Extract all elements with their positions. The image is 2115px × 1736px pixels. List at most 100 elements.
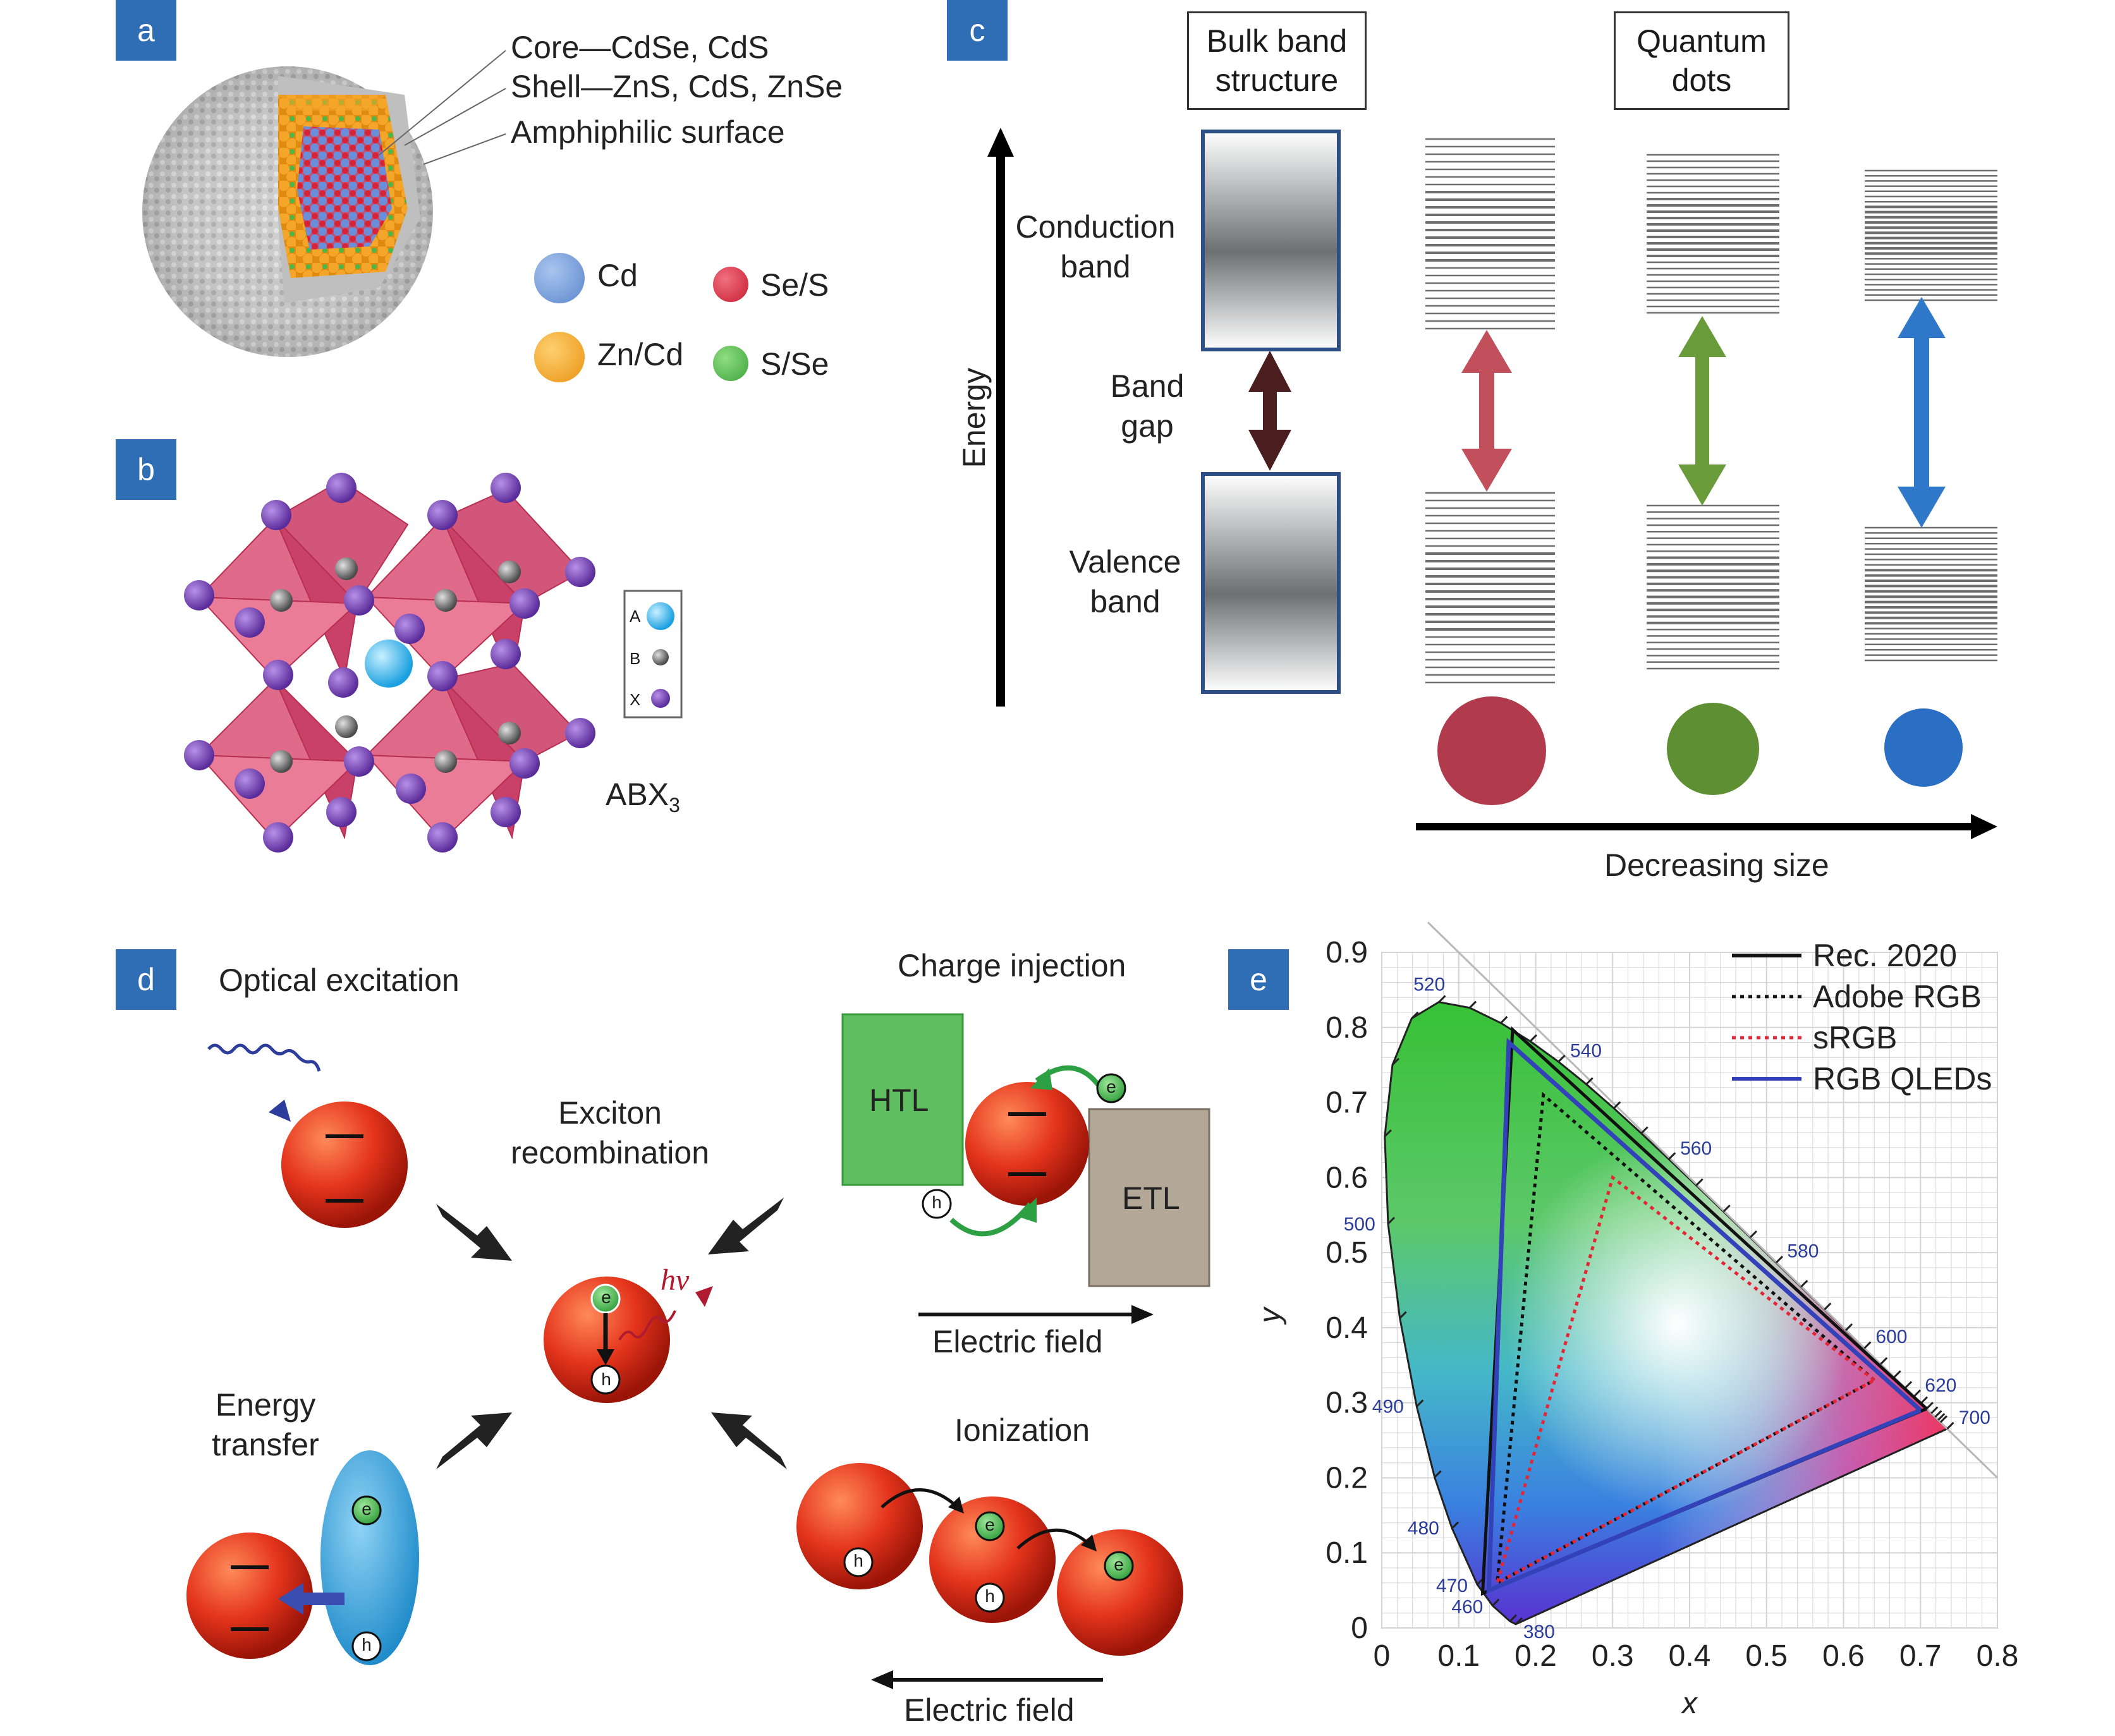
locus-tick <box>1411 1011 1419 1019</box>
panel-a-badge: a <box>116 0 176 61</box>
locus-tick <box>1939 1415 1947 1423</box>
x-tick-label: 0.6 <box>1822 1639 1865 1673</box>
se-s-legend-dot <box>713 267 748 302</box>
locus-tick <box>1946 1421 1954 1429</box>
locus-tick <box>1844 1323 1853 1332</box>
hole-marker: h <box>985 1586 995 1606</box>
y-tick-label: 0.1 <box>1326 1536 1368 1570</box>
locus-wavelength-label: 520 <box>1413 974 1445 995</box>
locus-tick <box>1800 1280 1808 1288</box>
locus-tick <box>1904 1381 1913 1389</box>
hole-marker: h <box>932 1193 942 1212</box>
cd-legend-dot <box>534 253 585 303</box>
exciton-recombination-label: Exciton recombination <box>510 1095 710 1170</box>
s-se-legend-dot <box>713 346 748 381</box>
locus-tick <box>1438 995 1446 1003</box>
locus-tick <box>1492 1598 1500 1606</box>
locus-tick <box>1695 1178 1704 1186</box>
locus-wavelength-label: 600 <box>1875 1326 1907 1347</box>
zn-cd-legend-dot <box>534 332 585 382</box>
locus-wavelength-label: 540 <box>1570 1040 1602 1061</box>
legend-label: Adobe RGB <box>1813 979 1982 1014</box>
hole-marker: h <box>362 1635 372 1654</box>
x-tick-label: 0.1 <box>1437 1639 1480 1673</box>
legend-x-letter: X <box>630 690 641 709</box>
optical-excitation-label: Optical excitation <box>219 962 460 998</box>
locus-tick <box>1934 1410 1942 1418</box>
locus-tick <box>1387 1217 1396 1225</box>
ionization-label: Ionization <box>954 1412 1090 1448</box>
locus-tick <box>1391 1057 1399 1065</box>
y-tick-label: 0.9 <box>1326 936 1368 969</box>
decreasing-size-label: Decreasing size <box>1604 847 1829 883</box>
locus-wavelength-label: 620 <box>1925 1375 1956 1396</box>
energy-transfer-label: Energy transfer <box>212 1387 319 1462</box>
locus-tick <box>1775 1255 1784 1264</box>
locus-tick <box>1434 1470 1442 1478</box>
y-tick-label: 0.3 <box>1326 1387 1368 1420</box>
electron-marker: e <box>1114 1555 1124 1574</box>
locus-tick <box>1557 1054 1566 1063</box>
legend-label: RGB QLEDs <box>1813 1061 1992 1096</box>
locus-wavelength-label: 470 <box>1436 1575 1468 1596</box>
y-tick-label: 0.4 <box>1326 1311 1368 1345</box>
x-tick-label: 0.7 <box>1899 1639 1942 1673</box>
locus-tick <box>1500 1016 1508 1024</box>
s-se-legend-label: S/Se <box>760 346 829 382</box>
locus-wavelength-label: 580 <box>1787 1241 1819 1262</box>
electron-marker: e <box>1106 1077 1116 1096</box>
locus-tick <box>1613 1101 1621 1109</box>
locus-tick <box>1509 1614 1517 1622</box>
locus-tick <box>1468 1000 1477 1009</box>
locus-tick <box>1668 1152 1676 1160</box>
locus-tick <box>1920 1396 1929 1404</box>
x-tick-label: 0.4 <box>1669 1639 1711 1673</box>
x-tick-label: 0.5 <box>1745 1639 1788 1673</box>
y-axis-label: y <box>1253 1306 1287 1325</box>
x-tick-label: 0.3 <box>1592 1639 1634 1673</box>
locus-tick <box>1893 1370 1901 1378</box>
locus-wavelength-label: 480 <box>1408 1518 1439 1539</box>
abx3-subscript: 3 <box>669 794 680 816</box>
locus-tick <box>1384 1129 1392 1138</box>
etl-label: ETL <box>1122 1181 1180 1216</box>
legend-label: sRGB <box>1813 1020 1897 1055</box>
y-tick-label: 0.8 <box>1326 1011 1368 1045</box>
panel-c-badge: c <box>947 0 1008 61</box>
y-tick-label: 0.6 <box>1326 1161 1368 1194</box>
electric-field-label-2: Electric field <box>904 1692 1075 1728</box>
locus-tick <box>1529 1034 1537 1042</box>
electron-marker: e <box>601 1287 611 1307</box>
legend-a-letter: A <box>630 607 641 626</box>
bulk-band-title: Bulk band structure <box>1187 11 1367 110</box>
quantum-dots-title: Quantum dots <box>1614 11 1789 110</box>
legend-label: Rec. 2020 <box>1813 938 1957 973</box>
locus-wavelength-label: 560 <box>1680 1138 1712 1159</box>
panel-d-badge: d <box>116 949 176 1010</box>
y-tick-label: 0.7 <box>1326 1086 1368 1120</box>
locus-tick <box>1749 1230 1757 1239</box>
zn-cd-legend-label: Zn/Cd <box>597 337 684 372</box>
hole-marker: h <box>601 1369 611 1389</box>
locus-wavelength-label: 700 <box>1959 1407 1990 1428</box>
locus-tick <box>1585 1077 1594 1085</box>
locus-tick <box>1930 1406 1939 1414</box>
hole-marker: h <box>853 1551 863 1570</box>
locus-tick <box>1880 1357 1888 1365</box>
abx3-main: ABX <box>606 777 669 812</box>
locus-tick <box>1515 1617 1523 1625</box>
gamut-srgb <box>1494 1175 1875 1586</box>
locus-tick <box>1451 1521 1460 1529</box>
x-tick-label: 0.2 <box>1515 1639 1557 1673</box>
y-tick-label: 0 <box>1351 1612 1368 1645</box>
locus-wavelength-label: 500 <box>1344 1214 1375 1235</box>
locus-tick <box>1640 1126 1649 1134</box>
locus-tick <box>1937 1412 1946 1421</box>
core-label: Core—CdSe, CdS <box>511 30 769 65</box>
conduction-band-label: Conduction band <box>1015 209 1176 284</box>
surface-label: Amphiphilic surface <box>511 114 785 150</box>
panel-e-badge: e <box>1228 949 1289 1010</box>
locus-wavelength-label: 490 <box>1372 1397 1404 1417</box>
